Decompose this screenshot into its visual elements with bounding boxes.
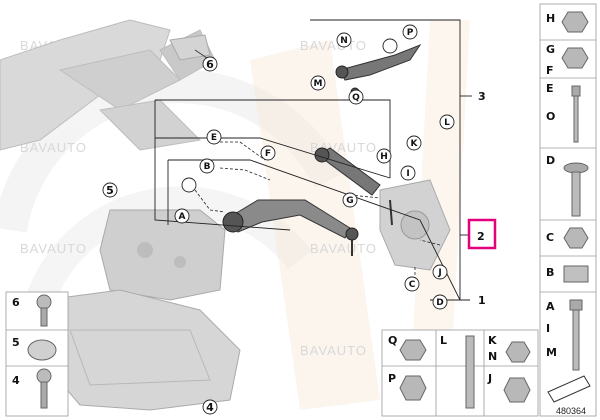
svg-text:K: K <box>488 334 497 347</box>
svg-text:J: J <box>437 268 441 278</box>
splash-shield-5 <box>99 209 226 301</box>
svg-text:4: 4 <box>12 374 20 387</box>
svg-text:N: N <box>488 350 497 363</box>
reference-number: 480364 <box>556 406 586 416</box>
hardware-key-right: H G F E O D C B A I M 480364 <box>539 3 597 417</box>
svg-text:L: L <box>444 118 450 128</box>
item-number-6: 6 <box>206 58 214 71</box>
item-numbers: 6 5 4 3 2 1 <box>102 56 486 415</box>
item-number-1: 1 <box>478 294 486 307</box>
svg-text:I: I <box>406 169 409 179</box>
svg-text:P: P <box>407 28 414 38</box>
svg-text:K: K <box>411 139 419 149</box>
letter-callout-labels: N P M Q L K E F B H I G A J C D <box>179 28 451 308</box>
svg-text:BAVAUTO: BAVAUTO <box>20 140 87 155</box>
svg-text:O: O <box>546 110 555 123</box>
svg-text:H: H <box>546 12 555 25</box>
svg-text:L: L <box>440 334 447 347</box>
item-number-5: 5 <box>106 184 114 197</box>
svg-text:M: M <box>546 346 557 359</box>
svg-text:BAVAUTO: BAVAUTO <box>300 38 367 53</box>
svg-text:D: D <box>436 298 443 308</box>
svg-text:G: G <box>346 196 353 206</box>
svg-text:P: P <box>388 372 396 385</box>
hardware-key-middle: Q L K N P J <box>381 329 539 417</box>
svg-text:F: F <box>546 64 554 77</box>
svg-text:B: B <box>204 162 211 172</box>
svg-text:M: M <box>314 79 323 89</box>
item-number-3: 3 <box>478 90 486 103</box>
svg-text:BAVAUTO: BAVAUTO <box>20 241 87 256</box>
item-number-2: 2 <box>477 230 485 243</box>
svg-text:E: E <box>546 82 554 95</box>
svg-text:J: J <box>487 372 492 385</box>
svg-text:H: H <box>380 152 388 162</box>
svg-text:Q: Q <box>352 93 360 103</box>
svg-text:N: N <box>340 36 348 46</box>
svg-text:BAVAUTO: BAVAUTO <box>300 343 367 358</box>
svg-text:D: D <box>546 154 555 167</box>
letter-callouts <box>174 24 455 310</box>
svg-text:6: 6 <box>12 296 20 309</box>
underbody-panel-4 <box>44 289 241 411</box>
svg-text:C: C <box>409 280 416 290</box>
highlight-box <box>467 218 497 250</box>
svg-text:A: A <box>546 300 555 313</box>
svg-text:E: E <box>211 133 217 143</box>
svg-text:5: 5 <box>12 336 20 349</box>
svg-text:F: F <box>265 149 271 159</box>
svg-text:Q: Q <box>388 334 397 347</box>
watermark-text: BAVAUTO BAVAUTO BAVAUTO BAVAUTO BAVAUTO … <box>20 38 377 358</box>
svg-text:B: B <box>546 266 554 279</box>
hardware-key-left: 6 5 4 <box>5 291 69 417</box>
svg-text:C: C <box>546 231 554 244</box>
item-number-4: 4 <box>206 401 214 414</box>
lower-control-arm <box>222 199 359 256</box>
svg-text:A: A <box>179 212 186 222</box>
svg-text:G: G <box>546 43 555 56</box>
svg-text:I: I <box>546 322 550 335</box>
svg-text:BAVAUTO: BAVAUTO <box>310 241 377 256</box>
wheel-carrier <box>379 179 451 271</box>
